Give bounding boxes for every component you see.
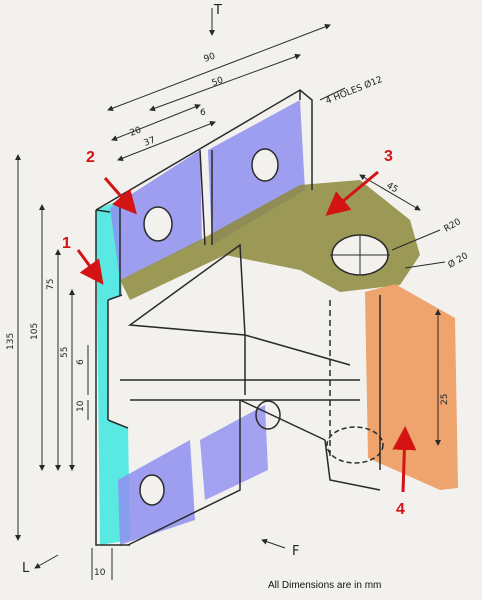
dim-55: 55 bbox=[60, 347, 70, 358]
callout-arrow-3 bbox=[325, 170, 379, 216]
dim-r20: R20 bbox=[443, 217, 464, 235]
view-label-left: L bbox=[22, 561, 30, 576]
face-2-lavender-bottom2 bbox=[200, 405, 268, 500]
callout-2: 2 bbox=[86, 149, 95, 166]
dim-10-bottom: 10 bbox=[94, 568, 106, 578]
holes bbox=[139, 148, 390, 506]
holes-note: 4 HOLES Ø12 bbox=[324, 74, 384, 107]
view-label-top: T bbox=[213, 3, 222, 18]
dim-25: 25 bbox=[440, 394, 450, 405]
dim-45: 45 bbox=[385, 181, 400, 195]
hole-lower-left bbox=[139, 474, 165, 506]
callout-4: 4 bbox=[396, 501, 405, 518]
face-4-orange bbox=[365, 284, 458, 490]
callout-arrow-1 bbox=[76, 249, 104, 285]
dim-75: 75 bbox=[46, 279, 56, 290]
callout-arrow-2 bbox=[103, 177, 137, 215]
face-1-cyan bbox=[96, 200, 130, 545]
callout-1: 1 bbox=[62, 235, 71, 252]
dim-90: 90 bbox=[203, 51, 217, 64]
callout-arrows bbox=[76, 170, 417, 493]
callout-arrow-4 bbox=[392, 426, 417, 493]
hole-upper-left bbox=[143, 206, 173, 242]
dim-135: 135 bbox=[6, 333, 16, 350]
dim-20: 20 bbox=[129, 125, 143, 138]
dim-50: 50 bbox=[211, 75, 225, 88]
dim-10-left: 10 bbox=[76, 400, 86, 412]
view-label-front: F bbox=[292, 544, 299, 559]
dimension-lines bbox=[15, 8, 446, 580]
view-labels: T L F bbox=[22, 3, 299, 576]
colored-faces bbox=[96, 100, 458, 545]
callout-3: 3 bbox=[384, 148, 393, 165]
dim-105: 105 bbox=[30, 323, 40, 340]
hole-lower-right bbox=[255, 400, 281, 430]
dim-6-top: 6 bbox=[200, 108, 206, 118]
callout-labels: 1 2 3 4 bbox=[62, 148, 405, 518]
dim-dia20: Ø 20 bbox=[446, 250, 470, 270]
hole-upper-right bbox=[251, 148, 279, 182]
footer-note: All Dimensions are in mm bbox=[268, 580, 381, 591]
dim-6-left: 6 bbox=[76, 359, 86, 365]
dim-37: 37 bbox=[143, 136, 157, 149]
boss-hole-bottom bbox=[326, 426, 384, 464]
